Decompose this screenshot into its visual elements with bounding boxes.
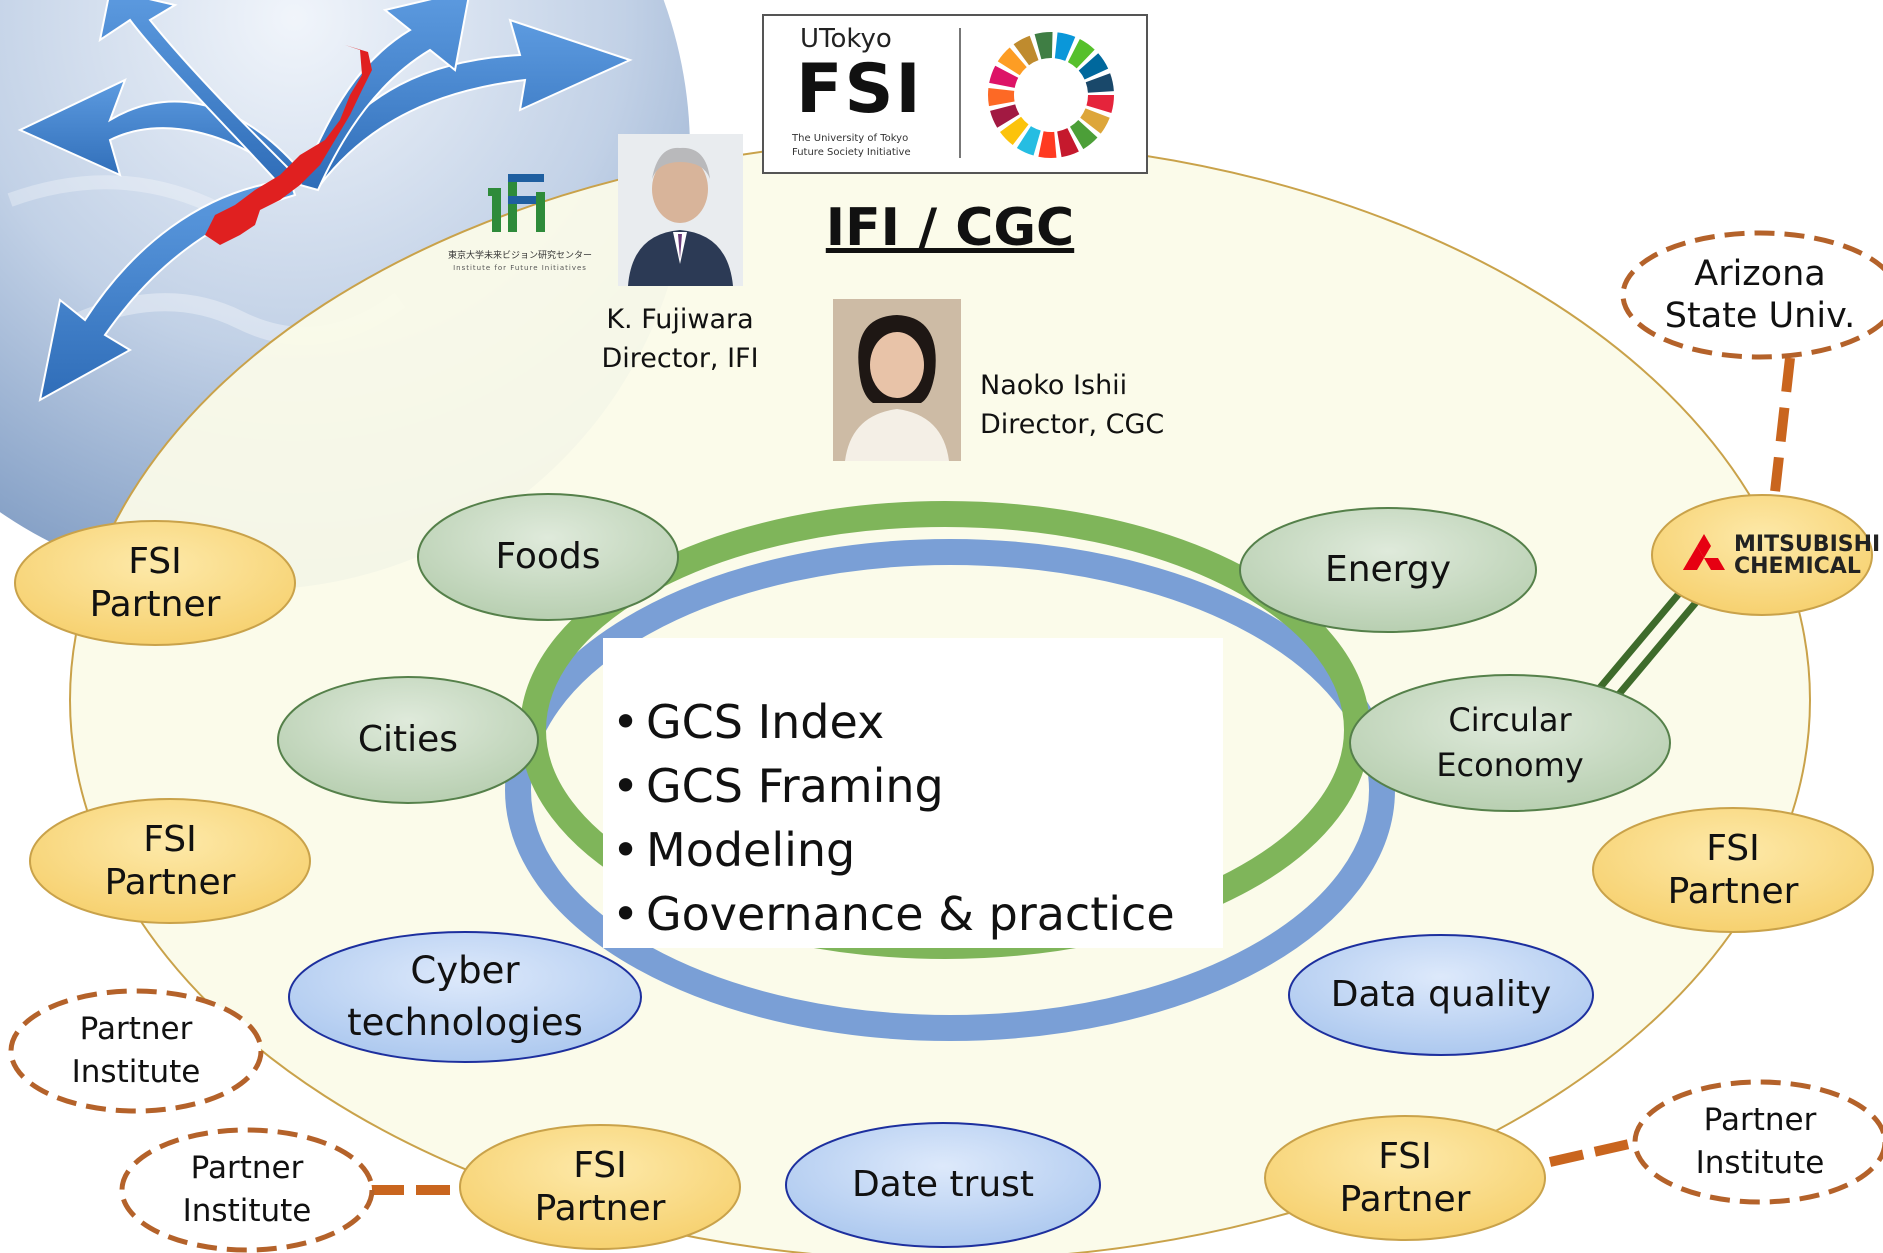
partner-institute-1[interactable] bbox=[8, 988, 264, 1114]
fsi-partner-line1: FSI bbox=[143, 818, 197, 860]
fsi-partner-line1: FSI bbox=[1378, 1135, 1432, 1177]
mitsubishi-node[interactable] bbox=[1651, 494, 1873, 616]
connectors bbox=[370, 357, 1795, 1195]
focus-item: Governance & practice bbox=[604, 882, 1254, 946]
label-cyber: Cyber technologies bbox=[315, 945, 615, 1049]
fsi-partner-line2: Partner bbox=[1339, 1179, 1471, 1220]
label-partner-institute-1: Partner Institute bbox=[46, 1007, 226, 1095]
partner-institute-line1: Partner bbox=[79, 1010, 193, 1047]
label-cities: Cities bbox=[357, 719, 459, 761]
mitsubishi-line2: CHEMICAL bbox=[1734, 554, 1861, 579]
sdg-wheel-icon bbox=[988, 32, 1114, 158]
label-fsi-partner-1: FSI Partner bbox=[55, 540, 255, 626]
partner-institute-line2: Institute bbox=[182, 1193, 312, 1229]
ifi-logo-icon bbox=[488, 174, 545, 232]
mitsubishi-diamond-icon bbox=[1683, 534, 1725, 570]
partner-institute-line1: Partner bbox=[190, 1149, 304, 1186]
node-cities[interactable] bbox=[277, 676, 539, 804]
label-date-trust: Date trust bbox=[851, 1164, 1035, 1206]
logo-divider bbox=[959, 28, 961, 158]
fsi-partner-line2: Partner bbox=[104, 862, 236, 903]
mitsubishi-line1: MITSUBISHI bbox=[1734, 532, 1881, 557]
ifi-logo: 東京大学未来ビジョン研究センター Institute for Future In… bbox=[430, 170, 610, 280]
partner-institute-line2: Institute bbox=[71, 1054, 201, 1090]
fsi-partner-line1: FSI bbox=[573, 1144, 627, 1186]
portrait-fujiwara-icon bbox=[618, 134, 743, 286]
label-arizona: Arizona State Univ. bbox=[1640, 250, 1880, 340]
label-fsi-partner-5: FSI Partner bbox=[1305, 1135, 1505, 1221]
fsi-partner-5[interactable] bbox=[1264, 1115, 1546, 1241]
logo-utokyo: UTokyo bbox=[800, 24, 892, 54]
logo-subtitle-line2: Future Society Initiative bbox=[792, 147, 911, 158]
connector-arizona-mitsubishi bbox=[1770, 357, 1795, 493]
arizona-line2: State Univ. bbox=[1664, 296, 1856, 336]
link-circular-mitsubishi-a bbox=[1595, 587, 1685, 693]
mitsubishi-text: MITSUBISHI CHEMICAL bbox=[1734, 534, 1880, 578]
person-fujiwara: K. Fujiwara Director, IFI bbox=[600, 300, 760, 378]
japan-arrows-icon bbox=[17, 0, 633, 402]
label-foods: Foods bbox=[495, 536, 601, 578]
fsi-partner-4[interactable] bbox=[459, 1124, 741, 1250]
partner-institute-3[interactable] bbox=[1632, 1079, 1883, 1205]
partner-institute-2[interactable] bbox=[119, 1127, 375, 1253]
mitsubishi-chemical-logo: MITSUBISHI CHEMICAL bbox=[1676, 532, 1880, 580]
label-partner-institute-3: Partner Institute bbox=[1670, 1098, 1850, 1186]
node-date-trust[interactable] bbox=[785, 1122, 1101, 1248]
person-ishii-role: Director, CGC bbox=[980, 409, 1165, 441]
node-foods[interactable] bbox=[417, 493, 679, 621]
ifi-logo-jp: 東京大学未来ビジョン研究センター bbox=[447, 251, 592, 261]
fsi-partner-line1: FSI bbox=[1706, 827, 1760, 869]
fsi-partner-3[interactable] bbox=[1592, 807, 1874, 933]
ifi-logo-en: Institute for Future Initiatives bbox=[453, 264, 587, 272]
label-cyber-line1: Cyber bbox=[410, 949, 520, 993]
arizona-line1: Arizona bbox=[1694, 254, 1826, 294]
node-circular-economy[interactable] bbox=[1349, 674, 1671, 812]
partner-institute-line2: Institute bbox=[1695, 1145, 1825, 1181]
photo-fujiwara bbox=[618, 134, 743, 286]
fsi-partner-2[interactable] bbox=[29, 798, 311, 924]
node-energy[interactable] bbox=[1239, 507, 1537, 633]
fsi-partner-line2: Partner bbox=[1667, 871, 1799, 912]
fsi-partner-line1: FSI bbox=[128, 540, 182, 582]
label-circular-economy: Circular Economy bbox=[1390, 696, 1630, 790]
fsi-partner-1[interactable] bbox=[14, 520, 296, 646]
arizona-node[interactable] bbox=[1620, 230, 1883, 360]
person-ishii: Naoko Ishii Director, CGC bbox=[980, 366, 1220, 444]
photo-ishii bbox=[833, 299, 961, 461]
label-data-quality: Data quality bbox=[1330, 974, 1552, 1016]
label-partner-institute-2: Partner Institute bbox=[157, 1146, 337, 1234]
fsi-partner-line2: Partner bbox=[534, 1188, 666, 1229]
label-fsi-partner-2: FSI Partner bbox=[70, 818, 270, 904]
fsi-logo: UTokyo FSI The University of Tokyo Futur… bbox=[762, 14, 1148, 174]
focus-item: GCS Framing bbox=[604, 754, 1254, 818]
portrait-ishii-icon bbox=[833, 299, 961, 461]
logo-subtitle: The University of Tokyo Future Society I… bbox=[792, 132, 942, 160]
focus-list: GCS Index GCS Framing Modeling Governanc… bbox=[604, 690, 1254, 946]
link-circular-mitsubishi-b bbox=[1611, 597, 1701, 703]
fsi-partner-line2: Partner bbox=[89, 584, 221, 625]
page-title: IFI / CGC bbox=[825, 198, 1075, 258]
label-energy: Energy bbox=[1324, 549, 1452, 591]
node-data-quality[interactable] bbox=[1288, 934, 1594, 1056]
label-fsi-partner-4: FSI Partner bbox=[500, 1144, 700, 1230]
logo-subtitle-line1: The University of Tokyo bbox=[792, 133, 909, 144]
person-ishii-name: Naoko Ishii bbox=[980, 370, 1128, 401]
logo-fsi: FSI bbox=[796, 50, 923, 129]
label-circular-line2: Economy bbox=[1436, 746, 1584, 784]
person-fujiwara-name: K. Fujiwara bbox=[606, 304, 754, 335]
partner-institute-line1: Partner bbox=[1703, 1101, 1817, 1138]
focus-item: GCS Index bbox=[604, 690, 1254, 754]
person-fujiwara-role: Director, IFI bbox=[601, 343, 759, 375]
focus-item: Modeling bbox=[604, 818, 1254, 882]
connector-fsi-partner-right bbox=[1548, 1137, 1640, 1167]
label-cyber-line2: technologies bbox=[347, 1001, 583, 1044]
node-cyber[interactable] bbox=[288, 931, 642, 1063]
label-circular-line1: Circular bbox=[1448, 701, 1572, 740]
blue-ring bbox=[505, 539, 1395, 1041]
label-fsi-partner-3: FSI Partner bbox=[1633, 827, 1833, 913]
